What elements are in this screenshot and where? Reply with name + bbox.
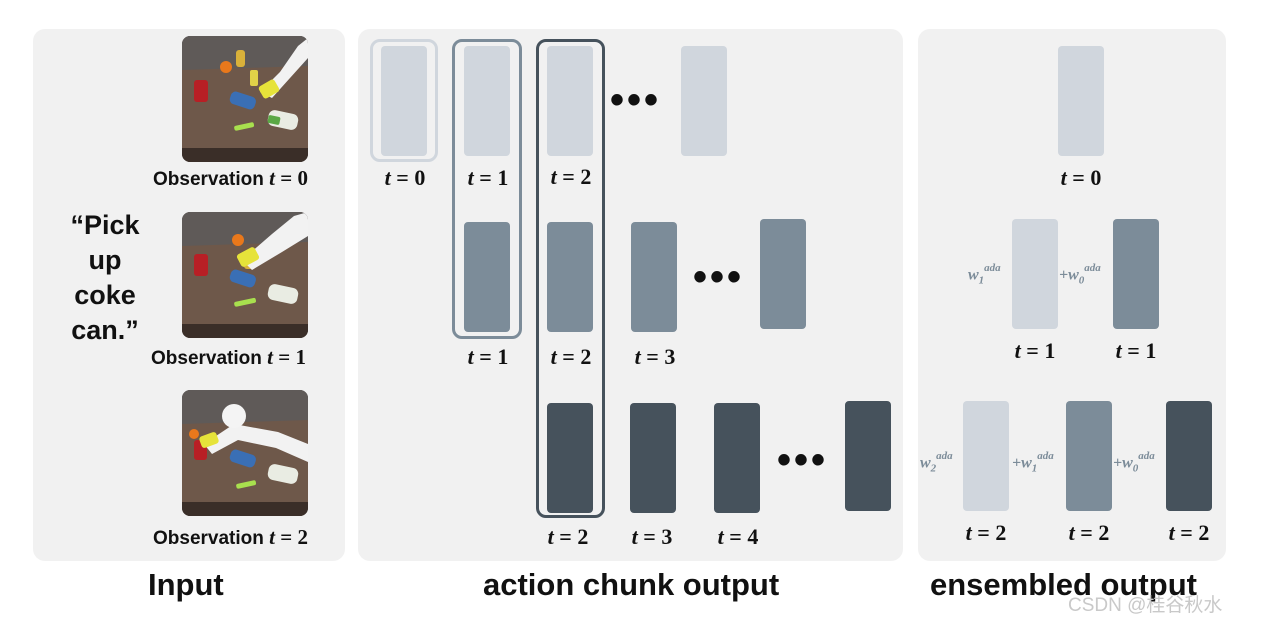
- ensemble-row2-weight-0: +w0ada: [1059, 262, 1101, 287]
- chunk-action-t1-step2: [547, 222, 593, 332]
- chunk-action-t0-step1: [464, 46, 510, 156]
- ensemble-row2-action-a: [1012, 219, 1058, 329]
- chunk-row3-label-3: t = 3: [631, 524, 673, 549]
- ensembled-output-caption: ensembled output: [930, 567, 1197, 602]
- ensemble-row2-label-a: t = 1: [1014, 338, 1056, 363]
- ensemble-row2-label-b: t = 1: [1115, 338, 1157, 363]
- chunk-action-t1-stepN: [760, 219, 806, 329]
- observation-label-1: Observation t = 1: [151, 345, 306, 369]
- chunk-row2-label-1: t = 1: [467, 344, 509, 369]
- chunk-action-t2-stepN: [845, 401, 891, 511]
- chunk-action-t2-step3: [630, 403, 676, 513]
- chunk-row1-label-2: t = 2: [550, 164, 592, 189]
- chunk-row3-label-4: t = 4: [717, 524, 759, 549]
- ensemble-row2-action-b: [1113, 219, 1159, 329]
- watermark: CSDN @桂谷秋水: [1068, 595, 1223, 616]
- chunk-frame-t1: [452, 39, 522, 339]
- chunk-action-t0-step0: [381, 46, 427, 156]
- ensemble-row3-weight-0: +w0ada: [1113, 450, 1155, 475]
- observation-image-1: [182, 212, 308, 338]
- ensemble-row1-label: t = 0: [1060, 165, 1102, 190]
- ensemble-row3-action-c: [1166, 401, 1212, 511]
- ensemble-row3-label-a: t = 2: [965, 520, 1007, 545]
- chunk-action-t1-step1: [464, 222, 510, 332]
- chunk-action-t2-step2: [547, 403, 593, 513]
- chunk-action-t0-step2: [547, 46, 593, 156]
- chunk-frame-t0: [370, 39, 438, 162]
- chunk-frame-t2: [536, 39, 605, 518]
- language-instruction: “Pick up coke can.”: [70, 210, 140, 345]
- ensemble-row3-action-b: [1066, 401, 1112, 511]
- chunk-row3-label-2: t = 2: [547, 524, 589, 549]
- ensemble-row3-label-b: t = 2: [1068, 520, 1110, 545]
- ensemble-row3-label-c: t = 2: [1168, 520, 1210, 545]
- ensemble-row2-weight-1: w1ada: [968, 262, 1001, 287]
- chunk-row3-ellipsis: •••: [777, 438, 829, 482]
- ensemble-row3-action-a: [963, 401, 1009, 511]
- chunk-row1-ellipsis: •••: [610, 78, 662, 122]
- chunk-row2-ellipsis: •••: [693, 255, 745, 299]
- observation-image-2: [182, 390, 308, 516]
- chunk-action-t1-step3: [631, 222, 677, 332]
- chunk-row1-label-0: t = 0: [384, 165, 426, 190]
- action-chunk-caption: action chunk output: [483, 567, 780, 602]
- ensemble-row1-action: [1058, 46, 1104, 156]
- chunk-row1-label-1: t = 1: [467, 165, 509, 190]
- observation-label-2: Observation t = 2: [153, 525, 308, 549]
- chunk-row2-label-2: t = 2: [550, 344, 592, 369]
- chunk-row2-label-3: t = 3: [634, 344, 676, 369]
- input-caption: Input: [148, 567, 224, 602]
- chunk-action-t0-stepN: [681, 46, 727, 156]
- ensemble-row3-weight-1: +w1ada: [1012, 450, 1054, 475]
- observation-image-0: [182, 36, 308, 162]
- chunk-action-t2-step4: [714, 403, 760, 513]
- observation-label-0: Observation t = 0: [153, 166, 308, 190]
- ensemble-row3-weight-2: w2ada: [920, 450, 953, 475]
